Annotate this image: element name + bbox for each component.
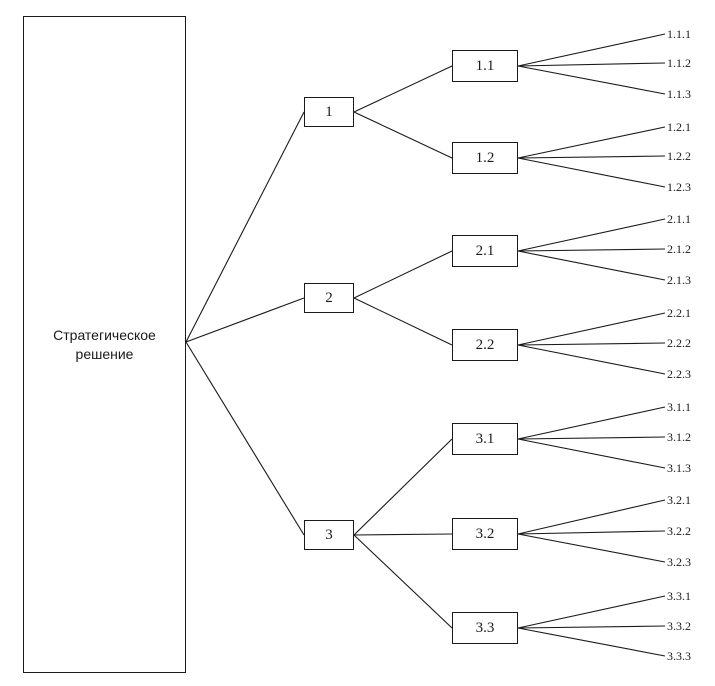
- root-node-label: Стратегическое решение: [53, 326, 156, 362]
- leaf-3-2-2: 3.2.2: [667, 524, 691, 538]
- node-3-1: 3.1: [452, 423, 518, 455]
- node-3-1-label: 3.1: [475, 430, 495, 447]
- edge-2-to-2.2: [353, 297, 453, 346]
- node-2-1: 2.1: [452, 235, 518, 267]
- edge-3.1-to-3.1.2: [517, 436, 666, 440]
- leaf-3-3-3: 3.3.3: [667, 649, 691, 663]
- node-2-2-label: 2.2: [475, 336, 495, 353]
- leaf-1-1-2: 1.1.2: [667, 56, 691, 70]
- edge-3.3-to-3.3.2: [517, 625, 666, 629]
- node-1-1: 1.1: [452, 50, 518, 82]
- edge-2.2-to-2.2.3: [517, 344, 666, 375]
- leaf-3-2-1: 3.2.1: [667, 493, 691, 507]
- edge-1.2-to-1.2.2: [517, 155, 666, 159]
- leaf-2-1-1: 2.1.1: [667, 212, 691, 226]
- node-1-2: 1.2: [452, 142, 518, 174]
- leaf-2-2-2: 2.2.2: [667, 336, 691, 350]
- leaf-2-2-3: 2.2.3: [667, 367, 691, 381]
- node-3-2-label: 3.2: [475, 525, 495, 542]
- node-3-label: 3: [325, 526, 333, 543]
- leaf-2-1-2: 2.1.2: [667, 242, 691, 256]
- edge-2.2-to-2.2.1: [517, 312, 666, 346]
- edge-3-to-3.2: [353, 533, 453, 536]
- leaf-3-1-1: 3.1.1: [667, 400, 691, 414]
- edge-1-to-1.1: [353, 65, 453, 113]
- edge-2.1-to-2.1.2: [517, 248, 666, 252]
- leaf-3-1-3: 3.1.3: [667, 461, 691, 475]
- edge-1.1-to-1.1.2: [517, 62, 666, 67]
- edge-root-to-2: [185, 297, 305, 343]
- node-3-3-label: 3.3: [475, 619, 495, 636]
- node-1: 1: [304, 97, 354, 127]
- leaf-3-1-2: 3.1.2: [667, 430, 691, 444]
- edge-3.1-to-3.1.3: [517, 438, 666, 469]
- leaf-1-2-1: 1.2.1: [667, 120, 691, 134]
- leaf-1-1-1: 1.1.1: [667, 27, 691, 41]
- edge-3.2-to-3.2.2: [517, 530, 666, 535]
- leaf-1-2-2: 1.2.2: [667, 149, 691, 163]
- node-2: 2: [304, 283, 354, 313]
- edge-3-to-3.1: [353, 438, 453, 536]
- leaf-3-2-3: 3.2.3: [667, 555, 691, 569]
- node-1-2-label: 1.2: [475, 149, 495, 166]
- edge-1.1-to-1.1.1: [517, 33, 666, 67]
- edge-3-to-3.3: [353, 534, 453, 629]
- node-1-label: 1: [325, 103, 333, 120]
- edge-2.1-to-2.1.1: [517, 218, 666, 252]
- leaf-1-2-3: 1.2.3: [667, 180, 691, 194]
- node-3: 3: [304, 520, 354, 550]
- leaf-3-3-2: 3.3.2: [667, 619, 691, 633]
- edge-1-to-1.2: [353, 111, 453, 159]
- leaf-2-2-1: 2.2.1: [667, 306, 691, 320]
- edge-root-to-3: [185, 341, 305, 536]
- edge-3.2-to-3.2.3: [517, 533, 666, 563]
- leaf-2-1-3: 2.1.3: [667, 273, 691, 287]
- edge-1.1-to-1.1.3: [517, 65, 666, 95]
- edge-2-to-2.1: [353, 250, 453, 299]
- edge-root-to-1: [185, 111, 305, 343]
- edge-1.2-to-1.2.3: [517, 157, 666, 188]
- leaf-3-3-1: 3.3.1: [667, 589, 691, 603]
- node-3-2: 3.2: [452, 518, 518, 550]
- node-2-label: 2: [325, 289, 333, 306]
- node-1-1-label: 1.1: [475, 57, 495, 74]
- edge-1.2-to-1.2.1: [517, 126, 666, 159]
- leaf-1-1-3: 1.1.3: [667, 87, 691, 101]
- edge-2.1-to-2.1.3: [517, 250, 666, 281]
- edge-3.1-to-3.1.1: [517, 406, 666, 440]
- root-node-box: Стратегическое решение: [23, 16, 186, 673]
- edge-3.3-to-3.3.1: [517, 595, 666, 629]
- node-3-3: 3.3: [452, 612, 518, 644]
- edge-3.2-to-3.2.1: [517, 499, 666, 535]
- edge-3.3-to-3.3.3: [517, 627, 666, 657]
- node-2-1-label: 2.1: [475, 242, 495, 259]
- edge-2.2-to-2.2.2: [517, 342, 666, 346]
- node-2-2: 2.2: [452, 329, 518, 361]
